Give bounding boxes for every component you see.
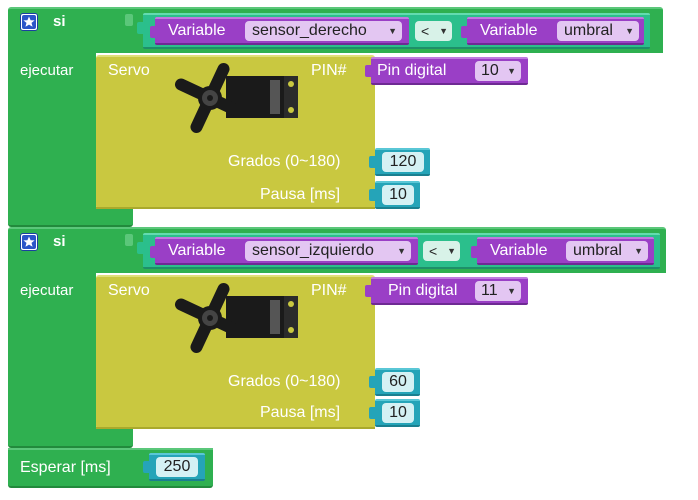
connector-tab [125, 234, 133, 246]
chevron-down-icon: ▼ [507, 286, 516, 296]
variable-label: Variable [168, 22, 226, 39]
pin-label: PIN# [311, 282, 347, 299]
if-label: si [53, 233, 66, 250]
connector-tab [365, 285, 373, 297]
if-block-spine[interactable] [8, 52, 96, 212]
variable-dropdown[interactable]: umbral ▼ [557, 21, 639, 41]
star-icon[interactable] [20, 233, 38, 251]
chevron-down-icon: ▼ [634, 246, 643, 256]
star-icon[interactable] [20, 13, 38, 31]
degrees-input[interactable]: 60 [382, 372, 414, 392]
connector-tab [137, 22, 145, 34]
connector-tab [369, 376, 377, 388]
operator-value: < [421, 23, 430, 39]
variable-label: Variable [490, 242, 548, 259]
operator-value: < [429, 243, 438, 259]
connector-tab [125, 14, 133, 26]
connector-tab [365, 65, 373, 77]
pause-input[interactable]: 10 [382, 185, 414, 205]
servo-motor-icon [170, 58, 300, 142]
wait-label: Esperar [ms] [20, 459, 111, 476]
execute-label: ejecutar [20, 62, 74, 79]
operator-dropdown[interactable]: <▼ [423, 241, 460, 261]
connector-tab [369, 189, 377, 201]
connector-tab [150, 26, 158, 38]
connector-tab [369, 156, 377, 168]
variable-label: Variable [168, 242, 226, 259]
variable-dropdown[interactable]: sensor_izquierdo ▼ [245, 241, 411, 261]
connector-tab [137, 242, 145, 254]
servo-label: Servo [108, 282, 150, 299]
servo-label: Servo [108, 62, 150, 79]
pin-label: PIN# [311, 62, 347, 79]
if-block-footer[interactable] [8, 428, 133, 448]
connector-tab [369, 407, 377, 419]
connector-tab [143, 461, 151, 473]
connector-tab [471, 246, 479, 258]
variable-dropdown-value: sensor_derecho [252, 22, 367, 39]
chevron-down-icon: ▼ [625, 26, 634, 36]
servo-block-shadow [96, 427, 375, 429]
servo-block-shadow [96, 207, 375, 209]
if-block-spine[interactable] [8, 272, 96, 432]
chevron-down-icon: ▼ [439, 26, 448, 36]
pin-digital-label: Pin digital [388, 282, 458, 299]
variable-dropdown[interactable]: umbral ▼ [566, 241, 648, 261]
chevron-down-icon: ▼ [388, 26, 397, 36]
degrees-input[interactable]: 120 [382, 152, 424, 172]
servo-motor-icon [170, 278, 300, 362]
connector-tab [150, 246, 158, 258]
if-label: si [53, 13, 66, 30]
pause-label: Pausa [ms] [260, 404, 341, 421]
pause-label: Pausa [ms] [260, 186, 341, 203]
pin-digital-label: Pin digital [377, 62, 447, 79]
chevron-down-icon: ▼ [507, 66, 516, 76]
degrees-label: Grados (0~180) [228, 153, 341, 170]
chevron-down-icon: ▼ [447, 246, 456, 256]
variable-dropdown-value: umbral [573, 242, 622, 259]
pin-dropdown[interactable]: 10 ▼ [475, 61, 521, 81]
chevron-down-icon: ▼ [397, 246, 406, 256]
variable-dropdown-value: sensor_izquierdo [252, 242, 374, 259]
if-block-footer[interactable] [8, 207, 133, 227]
pin-value: 11 [481, 282, 498, 299]
degrees-label: Grados (0~180) [228, 373, 341, 390]
variable-label: Variable [480, 22, 538, 39]
execute-label: ejecutar [20, 282, 74, 299]
pin-value: 10 [481, 62, 499, 79]
connector-tab [461, 26, 469, 38]
wait-input[interactable]: 250 [156, 457, 198, 477]
pause-input[interactable]: 10 [382, 403, 414, 423]
variable-dropdown-value: umbral [564, 22, 613, 39]
variable-dropdown[interactable]: sensor_derecho ▼ [245, 21, 402, 41]
operator-dropdown[interactable]: <▼ [415, 21, 452, 41]
pin-dropdown[interactable]: 11 ▼ [475, 281, 521, 301]
